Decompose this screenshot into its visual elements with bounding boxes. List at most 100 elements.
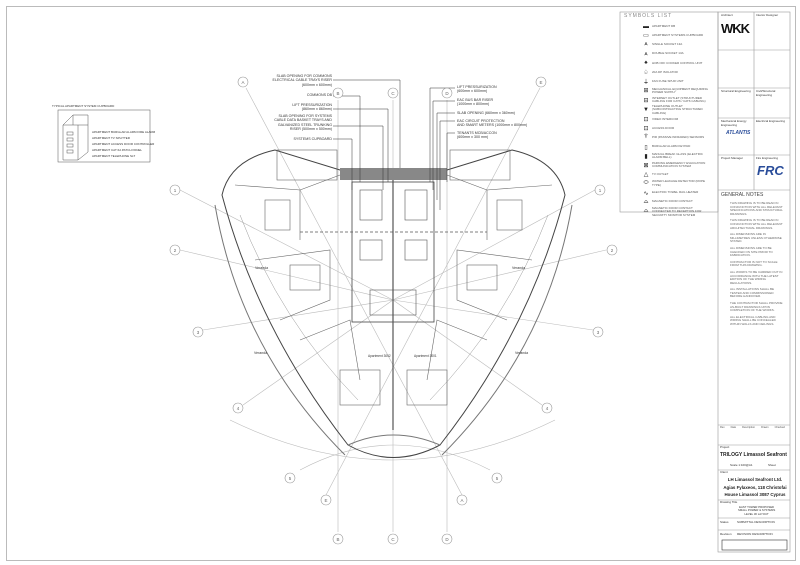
grid-lines [179,87,607,532]
frc-logo: FRC [757,163,784,178]
grid-label: 5 [288,475,292,481]
callout-label: LIFT PRESSURIZATION (860mm x 860mm) [292,103,332,112]
grid-label: A [241,79,245,85]
door-contact-reception-icon: ⌓ [643,208,649,215]
callout-label: SYSTEMS CUPBOARD [293,137,332,141]
consultant-label: Electrical Engineering [756,119,786,123]
grid-bubble [387,87,399,99]
grid-bubble [594,184,606,196]
grid-label: 3 [596,329,600,335]
symbol-row: ⊟INTERNET OUTLET (STRUCTURED CABLING FOR… [640,96,710,105]
atlantis-logo: ATLANTIS [726,130,751,136]
symbol-label: WATER LEAKAGE DETECTOR (ROPE TYPE) [652,179,705,187]
wkk-logo: WKK [721,21,750,36]
grid-bubble [592,326,604,338]
grid-bubble [387,533,399,545]
veranda-label: Veranda [255,266,269,270]
cooker-control-icon: ♠ [644,60,648,67]
revision-header: Checked [774,426,785,429]
symbol-row: ▬APARTMENT DB [640,22,710,31]
symbol-label: MAGNETIC DOOR CONTACT [652,199,693,204]
symbol-row: ♤20A DP ISOLATOR [640,68,710,77]
grid-label: 2 [610,247,614,253]
client-line: LH Limassol Seafront Ltd. [727,477,783,482]
access-door-icon: ⊡ [643,126,649,133]
symbol-row: ⬭WATER LEAKAGE DETECTOR (ROPE TYPE) [640,179,710,188]
consultant-label: Fire Engineering [756,156,779,160]
sheet-label: Sheet [768,463,776,467]
grid-bubble [441,87,453,99]
project-label: Project [720,445,730,449]
grid-bubbles [169,76,618,545]
symbol-row: △TV OUTLET [640,170,710,179]
symbol-label: ELECTRIC TOWEL RAIL HEATER [652,190,699,195]
project-name: TRILOGY Limassol Seafront [720,452,787,458]
callout-label: SLAB OPENING FOR SYSTEMS CABLE DATA BASK… [274,114,332,132]
general-notes-title: GENERAL NOTES [721,192,764,198]
grid-bubble [491,472,503,484]
symbol-row: ♠HOB OFF COOKER CONTROL UNIT [640,59,710,68]
callout-label: COMMONS DB [306,93,332,97]
grid-bubble [284,472,296,484]
cupboard-item-label: APARTMENT ACCESS DOOR CONTROLLER [92,142,155,146]
db-icon: ▬ [643,23,649,30]
cupboard-item-label: APARTMENT CAT 6A PATCH PANEL [92,148,143,152]
grid-label: 1 [598,187,602,193]
grid-bubble [332,87,344,99]
drawing-sheet-border [6,6,796,561]
callout-label: EAC BUS BAR RISER (1000mm x 800mm) [457,98,494,107]
symbols-list: ▬APARTMENT DB▭APARTMENT SYSTEMS CUPBOARD… [640,22,710,217]
client-line: Agias Fylaxeos, 118 Christofai [723,484,787,490]
symbol-label: ACCESS DOOR [652,125,675,130]
symbol-label: TV OUTLET [652,171,669,176]
scale-value: Scale 1:100@A1 [730,463,753,467]
grid-label: B [336,90,340,96]
veranda-label: Veranda [515,351,529,355]
drawing-title-line: EAST TOWER PROPOSED [739,505,775,509]
status-label: Status [720,520,729,524]
symbol-label: SINGLE SOCKET 13A [652,42,683,47]
callout-leaders [333,79,455,210]
drawing-title-line: LEVEL 30 LAYOUT [744,511,769,516]
fuse-spur-icon: ⏚ [642,80,649,87]
consultant-label: Structural Engineering [721,89,751,93]
symbol-label: FAN FUSE SPUR UNIT [652,79,684,84]
symbol-row: ⌓MAGNETIC DOOR CONTACT [640,198,710,207]
revision-header: Drawn [761,426,769,429]
general-note: THE CONTRACTOR SHALL PROVIDE AS-BUILT DR… [730,301,783,313]
grid-label: C [391,536,395,542]
status-value: SUBMITTAL DESCRIPTION [737,520,775,524]
symbol-label: PIR (PASSIVE INFRARED) SENSORS [652,135,705,140]
grid-bubble [441,533,453,545]
building-core [300,168,487,430]
symbol-row: ▭APARTMENT SYSTEMS CUPBOARD [640,31,710,40]
grid-label: 3 [196,329,200,335]
revision-label: Revision [720,532,732,536]
general-note: CONTRACTOR IS NOT TO SCALE FROM THIS DRA… [730,259,778,268]
grid-label: D [445,90,449,96]
symbol-row: ⩓SINGLE SOCKET 13A [640,40,710,49]
symbol-row: ⩓DOUBLE SOCKET 13A [640,50,710,59]
revision-header: Description [742,426,756,429]
cupboard-title: TYPICAL APARTMENT SYSTEM CUPBOARD [52,104,115,108]
symbol-label: 20A DP ISOLATOR [652,69,678,74]
isolator-icon: ♤ [643,70,649,77]
grid-bubble [606,244,618,256]
grid-bubble [169,244,181,256]
veranda-label: Veranda [512,266,526,270]
general-note: ALL ELECTRICAL CABLING AND WIRING SHALL … [730,314,776,327]
general-note: ALL DIMENSIONS ARE TO BE CHECKED ON SITE… [730,245,773,258]
grid-bubble [541,402,553,414]
symbol-label: INTERNET OUTLET (STRUCTURED CABLING FOR … [652,95,706,104]
grid-bubble [232,402,244,414]
grid-bubble [237,76,249,88]
evacuation-icon: ⊠ [643,162,649,169]
tv-outlet-icon: △ [643,172,649,179]
grid-bubble [535,76,547,88]
apartment-walls [234,149,553,406]
drawing-title: EAST TOWER PROPOSED SMALL POWER & SYSTEM… [738,505,775,516]
symbol-row: ⏚FAN FUSE SPUR UNIT [640,77,710,86]
symbol-label: PARKING EMERGENCY EVACUATION COMMUNICATI… [652,161,706,169]
symbol-label: DOUBLE SOCKET 13A [652,51,684,56]
